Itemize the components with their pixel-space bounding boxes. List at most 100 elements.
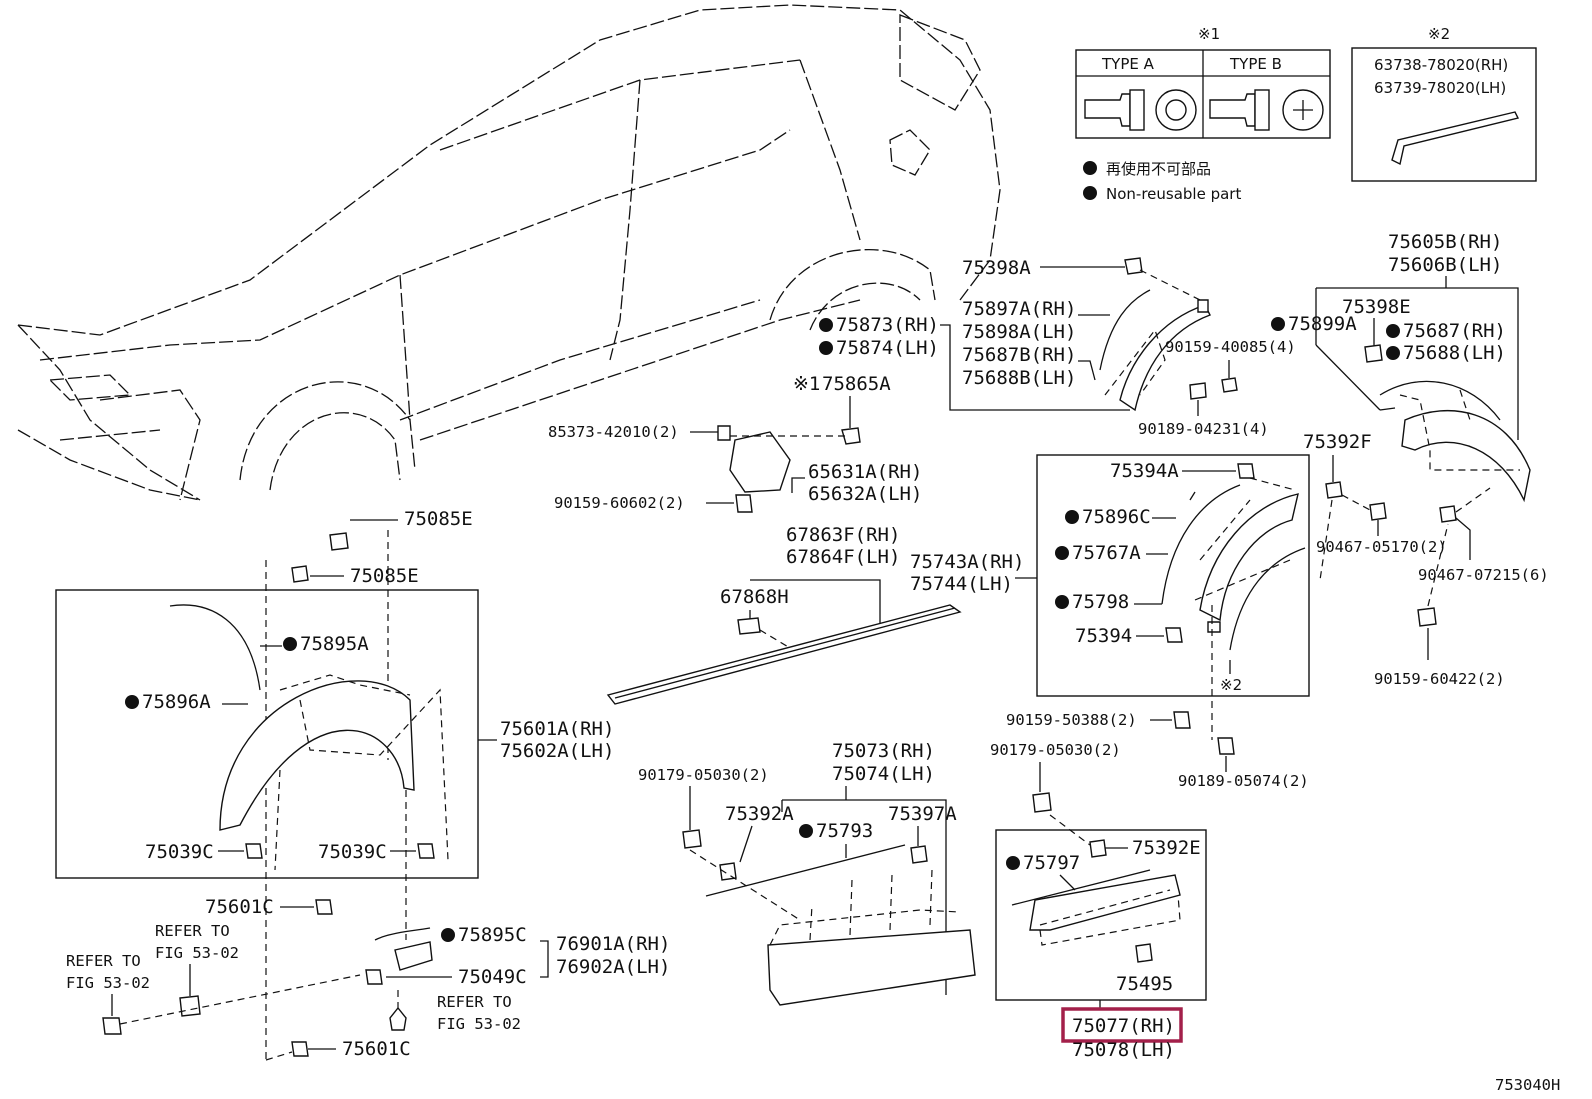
refer-to-2b: FIG 53-02: [66, 974, 150, 992]
callout-75394A: 75394A: [1110, 460, 1179, 482]
nonreusable-dot-icon: [819, 318, 833, 332]
callout-90189-04231: 90189-04231(4): [1138, 420, 1269, 438]
callout-75688: 75688(LH): [1403, 342, 1506, 364]
callout-75743A: 75743A(RH): [910, 551, 1024, 573]
callout-75397A: 75397A: [888, 803, 957, 825]
type-a-clip-icon: [1084, 89, 1197, 131]
legend-clip-box: ※2 63738-78020(RH) 63739-78020(LH): [1351, 25, 1537, 182]
rocker-panel-group: 90179-05030(2) 75073(RH) 75074(LH) 75392…: [638, 740, 976, 1006]
callout-75074: 75074(LH): [832, 763, 935, 785]
callout-75602A: 75602A(LH): [500, 740, 614, 762]
callout-75767A: 75767A: [1072, 542, 1141, 564]
mudguard-group: ※1 75865A 85373-42010(2) 65631A(RH) 6563…: [548, 373, 922, 513]
callout-65632A: 65632A(LH): [808, 483, 922, 505]
callout-90467-05170: 90467-05170(2): [1316, 538, 1447, 556]
nonreusable-dot-icon: [283, 637, 297, 651]
rear-arch-group: 75398A 75873(RH) 75874(LH) 75897A(RH) 75…: [819, 257, 1296, 438]
callout-75687B: 75687B(RH): [962, 344, 1076, 366]
callout-note-2: ※2: [1220, 676, 1242, 694]
rear-wheel-flare-group: 75605B(RH) 75606B(LH) 75398E 75899A 7568…: [1271, 231, 1549, 688]
callout-75049C: 75049C: [458, 966, 527, 988]
callout-75895C: 75895C: [458, 924, 527, 946]
callout-75601C-2: 75601C: [342, 1038, 411, 1060]
strip-clip-icon: [1391, 111, 1520, 166]
nonreusable-dot-icon: [441, 928, 455, 942]
rear-fender-group: 75743A(RH) 75744(LH) 75394A 75896C 75767…: [910, 454, 1310, 697]
front-arch-group: 75085E 75085E 75895A 75896A 75601A(RH) 7…: [55, 508, 670, 1061]
callout-90179-05030-l: 90179-05030(2): [638, 766, 769, 784]
callout-75797: 75797: [1023, 852, 1080, 874]
figure-code: 753040H: [1495, 1076, 1560, 1094]
callout-75073: 75073(RH): [832, 740, 935, 762]
callout-75392E: 75392E: [1132, 837, 1201, 859]
callout-75873: 75873(RH): [836, 314, 939, 336]
nonreusable-dot-icon: [1271, 317, 1285, 331]
lower-fasteners-group: 90159-50388(2) 90179-05030(2) 90189-0507…: [990, 605, 1309, 813]
callout-75039C-1: 75039C: [145, 841, 214, 863]
callout-75077[interactable]: 75077(RH): [1072, 1015, 1175, 1037]
refer-to-3a: REFER TO: [437, 993, 512, 1011]
callout-75495: 75495: [1116, 973, 1173, 995]
nonreusable-dot-icon: [1055, 546, 1069, 560]
callout-65631A: 65631A(RH): [808, 461, 922, 483]
callout-75601C-1: 75601C: [205, 896, 274, 918]
selected-part-highlight: [1061, 1007, 1183, 1043]
callout-90159-40085: 90159-40085(4): [1165, 338, 1296, 356]
refer-to-2a: REFER TO: [66, 952, 141, 970]
callout-75798: 75798: [1072, 591, 1129, 613]
callout-75398E: 75398E: [1342, 296, 1411, 318]
callout-90467-07215: 90467-07215(6): [1418, 566, 1549, 584]
nonreusable-dot-icon: [1083, 161, 1097, 175]
nonreusable-dot-icon: [1006, 856, 1020, 870]
callout-75899A: 75899A: [1288, 313, 1357, 335]
vehicle-outline: [17, 4, 1001, 501]
refer-to-1a: REFER TO: [155, 922, 230, 940]
callout-75039C-2: 75039C: [318, 841, 387, 863]
nonreusable-jp: 再使用不可部品: [1106, 160, 1211, 178]
callout-75744: 75744(LH): [910, 573, 1013, 595]
callout-90159-60422: 90159-60422(2): [1374, 670, 1505, 688]
callout-75865A: 75865A: [822, 373, 891, 395]
callout-75394: 75394: [1075, 625, 1132, 647]
callout-67864F: 67864F(LH): [786, 546, 900, 568]
nonreusable-dot-icon: [1055, 595, 1069, 609]
callout-90159-50388: 90159-50388(2): [1006, 711, 1137, 729]
callout-67863F: 67863F(RH): [786, 524, 900, 546]
type-b-label: TYPE B: [1229, 55, 1282, 73]
callout-75793: 75793: [816, 820, 873, 842]
nonreusable-dot-icon: [1386, 346, 1400, 360]
callout-75895A: 75895A: [300, 633, 369, 655]
side-step-group: 75797 75392E 75495 75077(RH) 75078(LH): [995, 814, 1207, 1061]
nonreusable-dot-icon: [819, 341, 833, 355]
callout-85373: 85373-42010(2): [548, 423, 679, 441]
clip-code-lh: 63739-78020(LH): [1374, 79, 1506, 97]
nonreusable-en: Non-reusable part: [1106, 185, 1241, 203]
nonreusable-dot-icon: [799, 824, 813, 838]
callout-75601A: 75601A(RH): [500, 718, 614, 740]
callout-75392F: 75392F: [1303, 431, 1372, 453]
clip-code-rh: 63738-78020(RH): [1374, 56, 1508, 74]
callout-75398A: 75398A: [962, 257, 1031, 279]
callout-90189-05074: 90189-05074(2): [1178, 772, 1309, 790]
refer-to-1b: FIG 53-02: [155, 944, 239, 962]
callout-76902A: 76902A(LH): [556, 956, 670, 978]
callout-75078: 75078(LH): [1072, 1039, 1175, 1061]
callout-75085E-2: 75085E: [350, 565, 419, 587]
type-b-clip-icon: [1209, 89, 1324, 131]
callout-75085E-1: 75085E: [404, 508, 473, 530]
callout-76901A: 76901A(RH): [556, 933, 670, 955]
nonreusable-dot-icon: [125, 695, 139, 709]
callout-75874: 75874(LH): [836, 337, 939, 359]
callout-75896A: 75896A: [142, 691, 211, 713]
callout-90179-05030-r: 90179-05030(2): [990, 741, 1121, 759]
callout-67868H: 67868H: [720, 586, 789, 608]
callout-75606B: 75606B(LH): [1388, 254, 1502, 276]
refer-to-3b: FIG 53-02: [437, 1015, 521, 1033]
nonreusable-dot-icon: [1065, 510, 1079, 524]
nonreusable-legend: 再使用不可部品 Non-reusable part: [1083, 160, 1241, 203]
callout-75897A: 75897A(RH): [962, 298, 1076, 320]
type-a-label: TYPE A: [1101, 55, 1155, 73]
note-2-mark: ※2: [1428, 25, 1450, 43]
callout-75896C: 75896C: [1082, 506, 1151, 528]
rocker-moulding-group: 67863F(RH) 67864F(LH) 67868H: [606, 524, 962, 705]
